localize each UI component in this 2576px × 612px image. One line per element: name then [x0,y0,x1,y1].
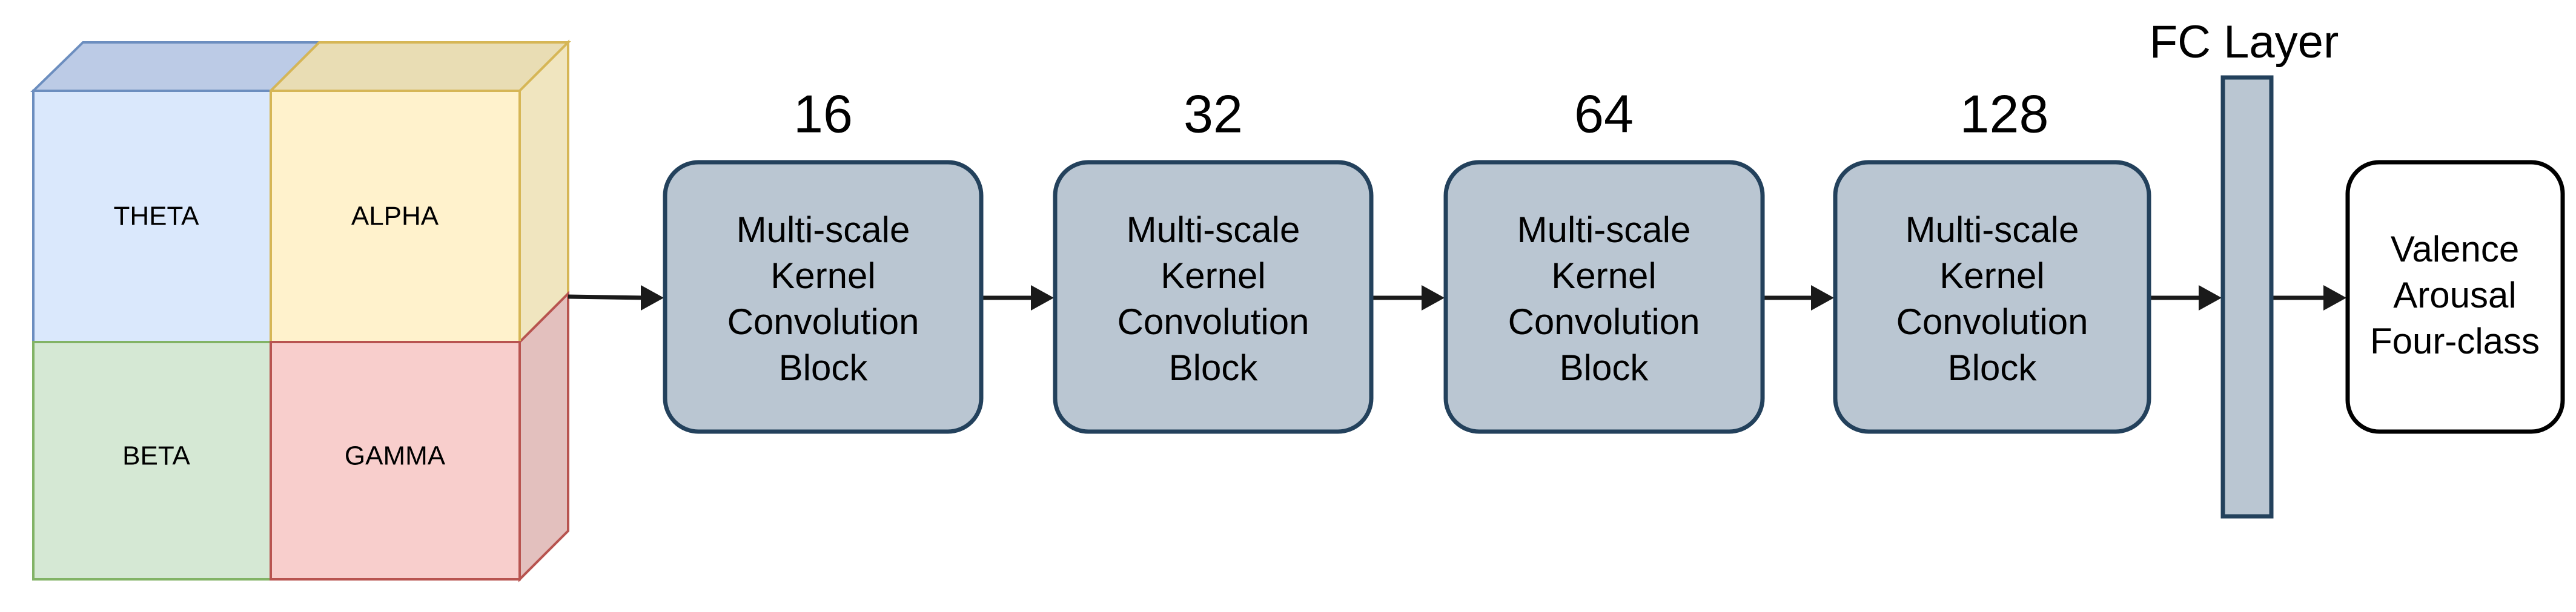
fc-layer-label: FC Layer [2150,16,2339,68]
face-theta [32,90,272,343]
channels-label-2: 32 [1184,84,1243,143]
label-beta: BETA [122,441,190,471]
block-2-line-3: Convolution [1117,301,1310,342]
output-rect [2345,160,2565,434]
output-line-2: Arousal [2393,275,2516,315]
block-3-line-4: Block [1560,347,1649,388]
cube-top-alpha [268,41,571,92]
block-2-line-1: Multi-scale [1127,209,1300,250]
conv-block-4: 128 Multi-scale Kernel Convolution Block [1833,84,2151,434]
arrowhead-4 [1811,285,1834,311]
arrow-input-to-block-1 [568,294,647,300]
block-3-line-1: Multi-scale [1517,209,1691,250]
input-cube: THETA ALPHA BETA GAMMA [30,39,571,582]
block-4-line-3: Convolution [1896,301,2088,342]
output-line-1: Valence [2391,229,2519,269]
label-alpha: ALPHA [351,202,439,231]
channels-label-4: 128 [1960,84,2049,143]
cube-side-alpha [518,39,569,345]
block-2-line-2: Kernel [1161,255,1265,296]
block-2-line-4: Block [1169,347,1259,388]
label-gamma: GAMMA [345,441,446,471]
output-box: Valence Arousal Four-class [2345,160,2565,434]
conv-block-3: 64 Multi-scale Kernel Convolution Block [1443,84,1765,434]
arrowhead-6 [2323,285,2346,311]
block-3-line-2: Kernel [1551,255,1656,296]
arrowhead-1 [641,285,664,311]
channels-label-3: 64 [1574,84,1634,143]
conv-block-1: 16 Multi-scale Kernel Convolution Block [663,84,984,434]
connectors [568,285,2346,311]
arrowhead-3 [1422,285,1445,311]
block-box-1 [663,160,984,434]
conv-block-2: 32 Multi-scale Kernel Convolution Block [1053,84,1374,434]
block-4-line-4: Block [1948,347,2038,388]
block-3-line-3: Convolution [1508,301,1700,342]
block-1-line-4: Block [779,347,869,388]
output-line-3: Four-class [2370,321,2540,361]
block-1-line-1: Multi-scale [737,209,910,250]
arrowhead-2 [1031,285,1054,311]
label-theta: THETA [114,202,200,231]
fc-layer: FC Layer [2150,16,2339,519]
face-gamma [270,341,521,581]
cube-side-gamma [518,291,569,582]
arrowhead-5 [2199,285,2222,311]
block-box-2 [1053,160,1374,434]
block-1-line-2: Kernel [770,255,875,296]
block-box-4 [1833,160,2151,434]
fc-layer-bar [2220,75,2274,519]
block-box-3 [1443,160,1765,434]
face-beta [32,341,272,581]
block-1-line-3: Convolution [727,301,919,342]
channels-label-1: 16 [793,84,853,143]
block-4-line-2: Kernel [1939,255,2044,296]
block-4-line-1: Multi-scale [1906,209,2079,250]
